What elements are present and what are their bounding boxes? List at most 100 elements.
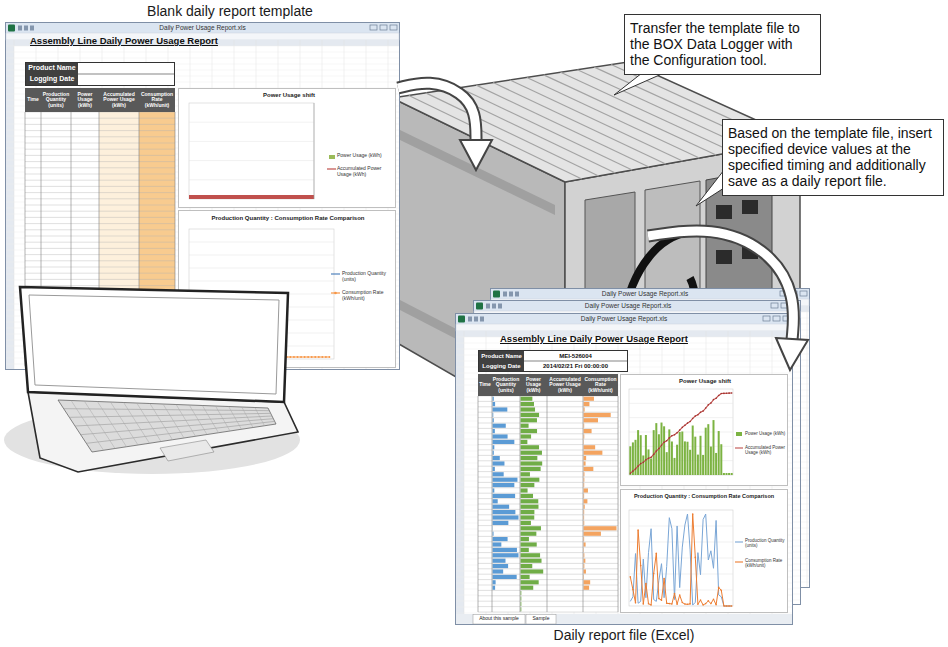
rate-marker [290, 356, 292, 358]
data-bar [583, 607, 584, 611]
window-button [800, 291, 807, 296]
plot-gridline [189, 179, 314, 180]
data-bar [584, 569, 586, 573]
callout-text: Based on the template file, insert speci… [728, 125, 938, 189]
grid-line [464, 331, 465, 624]
data-bar [493, 397, 494, 401]
usage-bar [676, 445, 678, 475]
rate-marker [190, 356, 192, 358]
legend-line [735, 561, 743, 562]
data-bar [521, 515, 535, 519]
rate-marker [293, 356, 295, 358]
data-bar [583, 564, 585, 568]
vent-rib [459, 88, 632, 170]
usage-bar [637, 430, 639, 475]
legend-text: Production Quantity (units) [342, 271, 394, 283]
row-line [25, 223, 175, 224]
accumulated-marker [645, 459, 647, 461]
rate-marker [265, 356, 267, 358]
column-header: Time [478, 374, 492, 396]
rate-marker [661, 599, 663, 601]
column-line [583, 396, 584, 612]
row-line [25, 161, 175, 162]
data-bar [584, 505, 585, 509]
key-column [163, 404, 184, 438]
usage-bar [668, 429, 670, 475]
usage-bar [694, 437, 696, 475]
data-bar [521, 407, 536, 411]
laptop-bezel [29, 295, 279, 394]
legend-text: Consumption Rate (kWh/unit) [342, 290, 394, 302]
rate-marker [710, 603, 712, 605]
excel-icon [493, 291, 500, 298]
usage-bar [640, 435, 642, 475]
rate-marker [250, 356, 252, 358]
window-button [380, 25, 387, 30]
usage-bar [663, 426, 665, 475]
accumulated-marker [713, 399, 715, 401]
excel-icon [476, 303, 483, 310]
plot-area [629, 510, 733, 606]
row-line [25, 335, 175, 336]
data-bar [493, 456, 500, 460]
data-bar [584, 402, 590, 406]
text-slot: Daily Power Usage Report.xls [115, 24, 290, 31]
data-bar [521, 440, 528, 444]
data-bar [493, 402, 496, 406]
callout-tails [614, 73, 724, 206]
row-line [478, 417, 618, 418]
chart-panel-graphic [621, 490, 787, 612]
row-line [478, 595, 618, 596]
data-bar [493, 418, 494, 422]
row-line [25, 174, 175, 175]
text-slot: Accumulated Power Usage (kWh) [745, 445, 787, 455]
legend-line [331, 273, 340, 274]
rate-marker [243, 356, 245, 358]
data-bar [493, 515, 519, 519]
vent-rib [426, 93, 599, 176]
vent-rib [443, 90, 616, 173]
toolbar-icon [30, 26, 34, 31]
usage-bar [726, 473, 728, 475]
arrow-head [460, 140, 492, 170]
plot-gridline [629, 558, 733, 559]
connector [742, 200, 758, 214]
column-header: Power Usage (kWh) [520, 374, 547, 396]
report-title: Assembly Line Daily Power Usage Report [30, 36, 270, 47]
data-bar [584, 586, 590, 590]
data-bar [492, 602, 493, 606]
rate-marker [215, 356, 217, 358]
table-ground [478, 396, 618, 612]
accumulated-marker [663, 441, 665, 443]
product-info-table: Product NameMEI-526004Logging Date2014/0… [478, 350, 628, 372]
usage-bar [705, 428, 707, 475]
side-groove [400, 130, 555, 215]
data-bar [583, 591, 584, 595]
row-line [478, 585, 618, 586]
usage-bar [718, 431, 720, 475]
rate-marker [669, 603, 671, 605]
data-bar [584, 451, 603, 455]
accumulated-marker [692, 418, 694, 420]
legend-text: Accumulated Power Usage (kWh) [745, 445, 787, 455]
text-slot: Power Usage (kWh) [337, 153, 393, 159]
plot-gridline [629, 403, 733, 404]
rate-marker [731, 605, 733, 607]
usage-bar [661, 423, 663, 475]
window-button [780, 291, 787, 296]
usage-bar [713, 420, 715, 475]
save-arrow [648, 231, 808, 370]
rate-marker [671, 603, 673, 605]
toolbar-icon [492, 304, 496, 309]
rate-marker [689, 603, 691, 605]
sheet-tab-bar [456, 614, 792, 624]
product-info-table: Product NameLogging Date [25, 62, 175, 86]
row-line [25, 316, 175, 317]
data-bar [583, 553, 585, 557]
title-bar [6, 23, 399, 33]
plot-area [189, 229, 334, 359]
grid-line [807, 306, 808, 587]
text-slot: Assembly Line Daily Power Usage Report [500, 334, 740, 345]
key-column [176, 405, 195, 437]
